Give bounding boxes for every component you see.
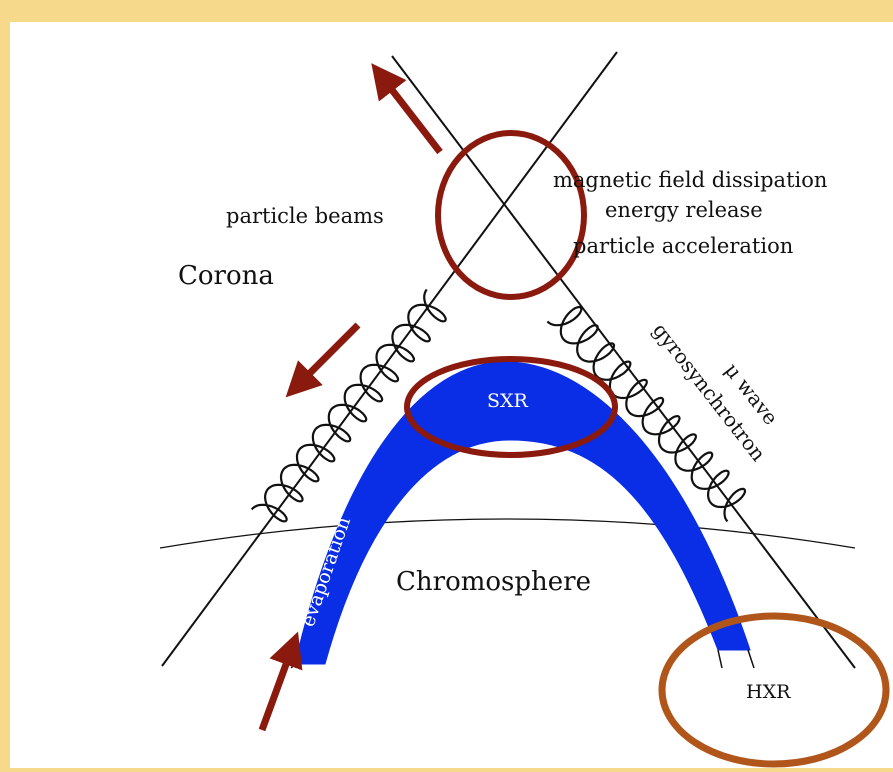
- label-energy-release: energy release: [605, 198, 763, 222]
- label-acceleration: particle acceleration: [573, 234, 793, 258]
- label-dissipation: magnetic field dissipation: [553, 168, 827, 192]
- label-corona: Corona: [178, 261, 274, 291]
- label-particle-beams: particle beams: [226, 204, 384, 228]
- label-hxr: HXR: [746, 681, 791, 703]
- label-chromosphere: Chromosphere: [396, 567, 591, 597]
- label-sxr: SXR: [487, 390, 529, 412]
